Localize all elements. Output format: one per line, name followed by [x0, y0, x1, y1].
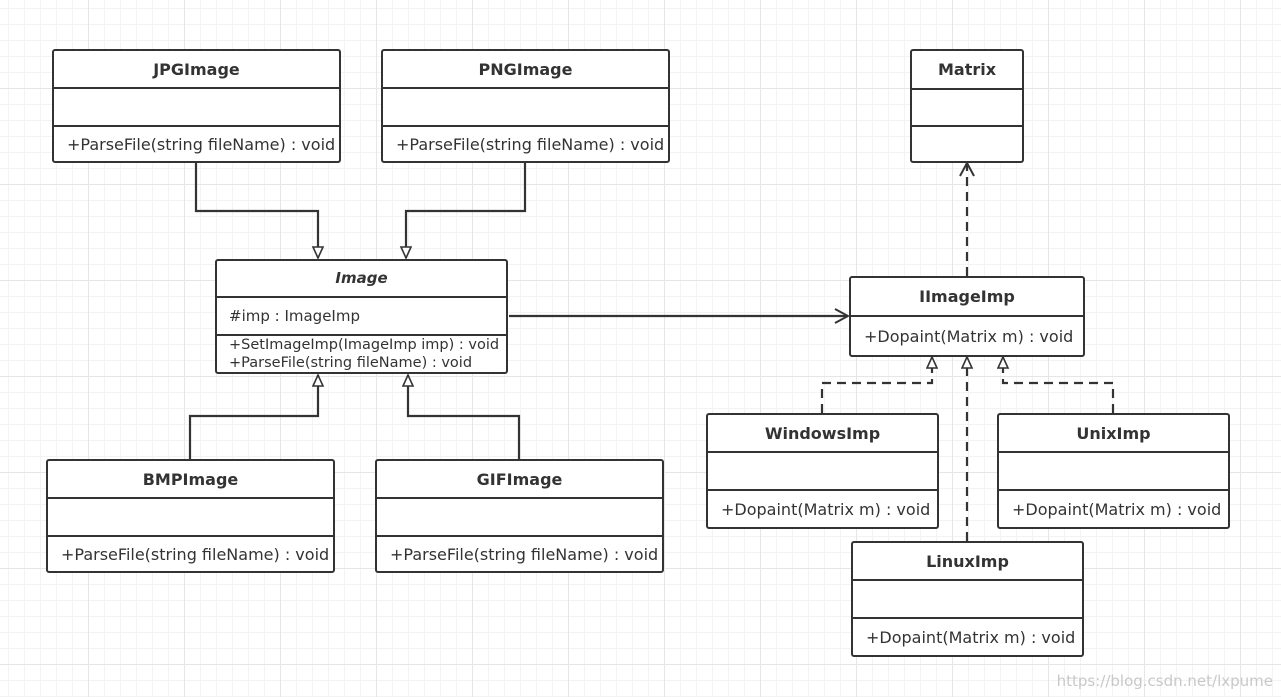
operations-compartment: +Dopaint(Matrix m) : void — [853, 619, 1082, 655]
operations-compartment: +ParseFile(string fileName) : void — [377, 537, 662, 571]
class-pngimage[interactable]: PNGImage +ParseFile(string fileName) : v… — [381, 49, 670, 163]
class-image[interactable]: Image #imp : ImageImp +SetImageImp(Image… — [215, 259, 508, 374]
bmpimage-to-image-edge — [188, 375, 318, 459]
jpgimage-to-image-edge — [194, 163, 318, 258]
attributes-compartment — [999, 453, 1228, 491]
class-name: WindowsImp — [708, 415, 937, 453]
operation: +Dopaint(Matrix m) : void — [864, 326, 1074, 346]
attributes-compartment — [48, 499, 333, 537]
class-name: LinuxImp — [853, 543, 1082, 581]
operation: +Dopaint(Matrix m) : void — [721, 499, 931, 519]
class-uniximp[interactable]: UnixImp +Dopaint(Matrix m) : void — [997, 413, 1230, 529]
operation: +ParseFile(string fileName) : void — [390, 544, 659, 564]
attributes-compartment — [708, 453, 937, 491]
class-name: PNGImage — [383, 51, 668, 89]
operation: +Dopaint(Matrix m) : void — [866, 627, 1076, 647]
operation: +Dopaint(Matrix m) : void — [1012, 499, 1222, 519]
watermark-text: https://blog.csdn.net/lxpume — [1056, 672, 1273, 690]
operations-compartment: +SetImageImp(ImageImp imp) : void +Parse… — [217, 336, 506, 372]
operation: +ParseFile(string fileName) : void — [61, 544, 330, 564]
class-gifimage[interactable]: GIFImage +ParseFile(string fileName) : v… — [375, 459, 664, 573]
class-name: GIFImage — [377, 461, 662, 499]
class-windowsimp[interactable]: WindowsImp +Dopaint(Matrix m) : void — [706, 413, 939, 529]
pngimage-to-image-edge — [406, 163, 527, 258]
class-jpgimage[interactable]: JPGImage +ParseFile(string fileName) : v… — [52, 49, 341, 163]
operations-compartment: +ParseFile(string fileName) : void — [383, 127, 668, 161]
class-linuximp[interactable]: LinuxImp +Dopaint(Matrix m) : void — [851, 541, 1084, 657]
class-name: Matrix — [912, 51, 1022, 90]
attribute: #imp : ImageImp — [229, 306, 360, 325]
operations-compartment: +ParseFile(string fileName) : void — [48, 537, 333, 571]
attributes-compartment — [377, 499, 662, 537]
class-name: Image — [217, 261, 506, 298]
operation: +ParseFile(string fileName) : void — [67, 134, 336, 154]
class-name: UnixImp — [999, 415, 1228, 453]
attributes-compartment — [383, 89, 668, 127]
operation: +ParseFile(string fileName) : void — [229, 355, 473, 371]
attributes-compartment — [912, 90, 1022, 127]
class-bmpimage[interactable]: BMPImage +ParseFile(string fileName) : v… — [46, 459, 335, 573]
operations-compartment — [912, 127, 1022, 161]
attributes-compartment — [853, 581, 1082, 619]
uniximp-to-iimageimp-realization — [1003, 357, 1115, 413]
attributes-compartment: #imp : ImageImp — [217, 298, 506, 336]
class-iimageimp[interactable]: IImageImp +Dopaint(Matrix m) : void — [849, 276, 1085, 357]
class-name: IImageImp — [851, 278, 1083, 317]
gifimage-to-image-edge — [408, 375, 521, 459]
windowsimp-to-iimageimp-realization — [820, 357, 932, 413]
operations-compartment: +ParseFile(string fileName) : void — [54, 127, 339, 161]
operation: +SetImageImp(ImageImp imp) : void — [229, 337, 500, 353]
operations-compartment: +Dopaint(Matrix m) : void — [708, 491, 937, 527]
operation: +ParseFile(string fileName) : void — [396, 134, 665, 154]
class-name: JPGImage — [54, 51, 339, 89]
class-name: BMPImage — [48, 461, 333, 499]
attributes-compartment — [54, 89, 339, 127]
operations-compartment: +Dopaint(Matrix m) : void — [851, 317, 1083, 355]
class-matrix[interactable]: Matrix — [910, 49, 1024, 163]
operations-compartment: +Dopaint(Matrix m) : void — [999, 491, 1228, 527]
